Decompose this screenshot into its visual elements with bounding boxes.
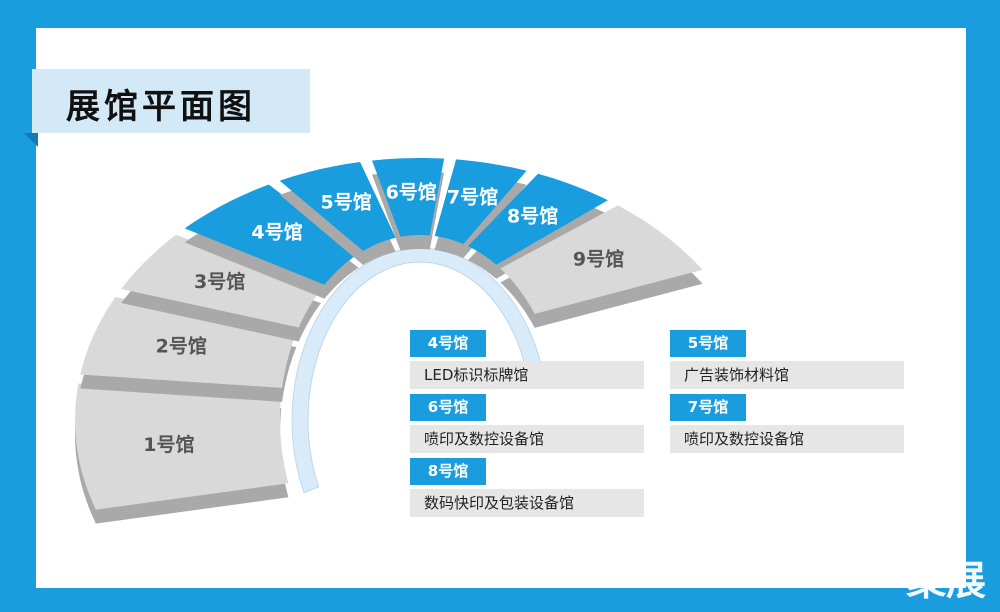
legend-tag-6: 6号馆 [410,394,486,421]
hall-segment-top [121,234,321,328]
legend-desc-8: 数码快印及包装设备馆 [410,489,644,517]
hall-label: 5号馆 [321,190,372,213]
hall-segment-top [372,158,445,237]
hall-segment-8: 8号馆 [467,173,608,279]
legend-desc-6: 喷印及数控设备馆 [410,425,644,453]
hall-segment-top [184,184,359,285]
hall-label: 6号馆 [386,181,437,204]
legend-desc-5: 广告装饰材料馆 [670,361,904,389]
watermark-logo: 聚展 [906,558,986,604]
hall-label: 7号馆 [447,185,498,208]
legend-desc-7: 喷印及数控设备馆 [670,425,904,453]
hall-segment-top [80,297,297,388]
page-title: 展馆平面图 [66,87,256,127]
hall-segment-top [467,173,608,265]
hall-segment-3: 3号馆 [121,234,321,342]
legend-tag-4: 4号馆 [410,330,486,357]
hall-label: 8号馆 [507,205,558,228]
hall-label: 4号馆 [251,221,302,244]
hall-segment-4: 4号馆 [184,184,359,299]
hall-label: 9号馆 [573,247,624,270]
legend-tag-8: 8号馆 [410,458,486,485]
legend-tag-7: 7号馆 [670,394,746,421]
hall-segment-1: 1号馆 [75,383,289,524]
hall-label: 2号馆 [156,335,207,358]
hall-segment-top [75,383,289,510]
hall-segment-top [434,159,527,245]
legend-tag-5: 5号馆 [670,330,746,357]
title-banner: 展馆平面图 [24,69,310,147]
hall-label: 3号馆 [194,270,245,293]
title-stripe [24,69,32,133]
hall-segment-top [279,162,396,251]
hall-segment-9: 9号馆 [500,205,703,328]
hall-label: 1号馆 [143,433,194,456]
hall-segment-5: 5号馆 [279,162,396,265]
legend-desc-4: LED标识标牌馆 [410,361,644,389]
hall-segment-top [500,205,703,314]
hall-segment-7: 7号馆 [434,159,527,259]
hall-segment-2: 2号馆 [80,297,297,402]
hall-segment-6: 6号馆 [372,158,445,251]
